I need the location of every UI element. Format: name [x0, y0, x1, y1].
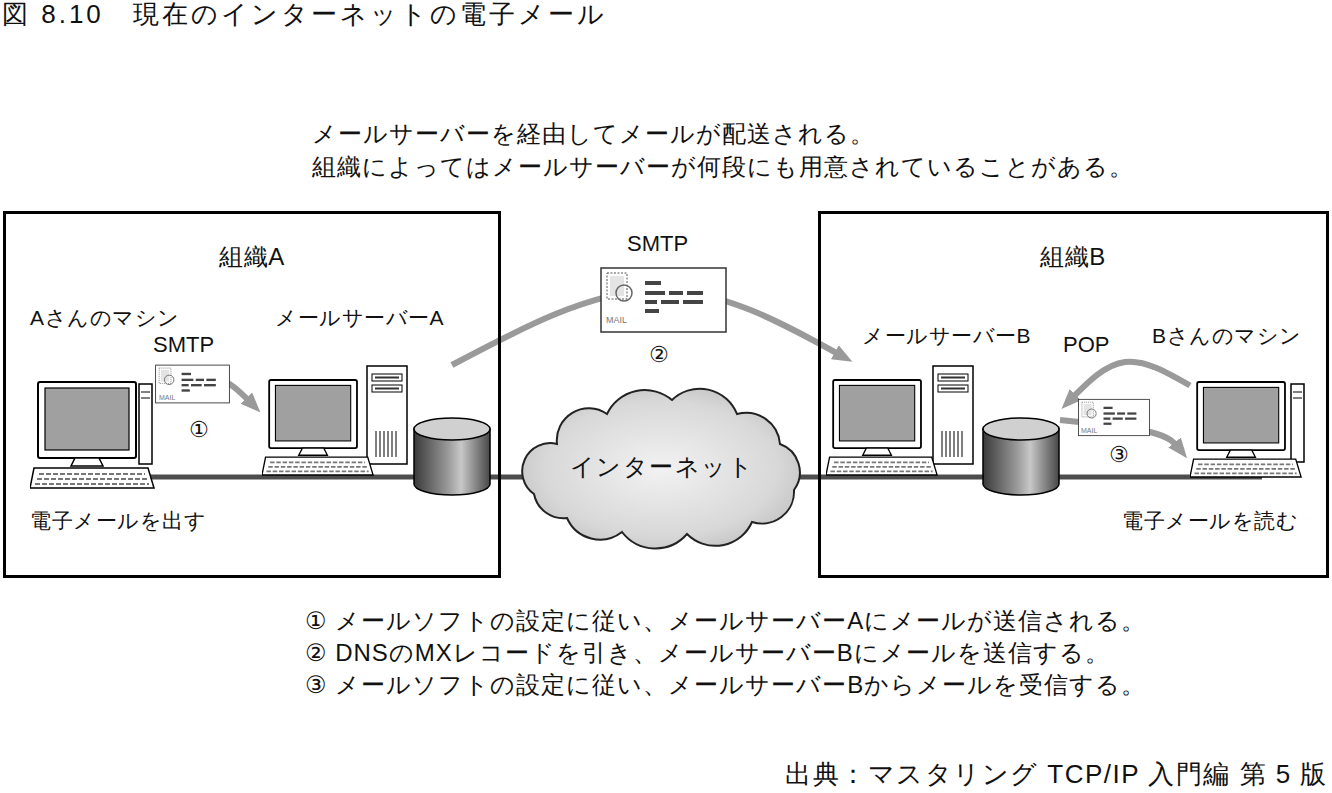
- mail-flow-arrow: [1070, 362, 1190, 401]
- server-monitor: [262, 380, 373, 475]
- note-text: メールサーバーを経由してメールが配送される。: [312, 120, 875, 148]
- protocol-label: SMTP: [152, 332, 215, 357]
- pc-tower: [1291, 384, 1304, 462]
- mail-envelope: [1079, 399, 1150, 435]
- step-description: ② DNSのMXレコードを引き、メールサーバーBにメールを送信する。: [305, 639, 1110, 667]
- organization-box: 組織AAさんのマシン電子メールを出すメールサーバーA: [3, 211, 501, 578]
- mail-envelope: [156, 365, 230, 403]
- server-name: メールサーバーA: [275, 306, 444, 330]
- protocol-label: SMTP: [626, 231, 689, 256]
- organization-name: 組織B: [1040, 243, 1106, 271]
- callout-number: ③: [1109, 442, 1129, 467]
- mail-storage: [983, 418, 1059, 495]
- server-name: メールサーバーB: [862, 324, 1031, 348]
- step-description: ③ メールソフトの設定に従い、メールサーバーBからメールを受信する。: [305, 671, 1146, 699]
- callout-number: ①: [189, 417, 209, 442]
- server-tower: [367, 366, 407, 464]
- step-description: ① メールソフトの設定に従い、メールサーバーAにメールが送信される。: [305, 607, 1146, 635]
- pc-tower: [139, 384, 152, 464]
- machine-name: Aさんのマシン: [30, 306, 180, 330]
- mail-storage: [414, 418, 490, 495]
- mail-server: メールサーバーA: [262, 365, 490, 495]
- server-tower: [933, 366, 973, 464]
- organization-box: 組織BメールサーバーBBさんのマシン電子メールを読む: [818, 211, 1329, 578]
- organization-name: 組織A: [219, 243, 285, 271]
- envelope-mark: MAIL: [606, 316, 627, 325]
- internet-cloud: インターネット: [512, 382, 812, 552]
- envelope-mark: MAIL: [159, 394, 175, 401]
- server-monitor: [826, 380, 937, 475]
- mail-server: メールサーバーB: [825, 360, 1060, 495]
- source-caption: 出典：マスタリング TCP/IP 入門編 第 5 版: [785, 760, 1328, 790]
- envelope-mark: MAIL: [1081, 427, 1097, 434]
- pc-monitor: [30, 382, 154, 488]
- callout-number: ②: [649, 342, 669, 367]
- protocol-label: POP: [1062, 332, 1110, 357]
- client-machine: Bさんのマシン電子メールを読む: [1190, 380, 1305, 490]
- network-name: インターネット: [512, 453, 812, 481]
- machine-role: 電子メールを出す: [30, 509, 206, 533]
- machine-name: Bさんのマシン: [1152, 324, 1302, 348]
- client-machine: Aさんのマシン電子メールを出す: [35, 380, 165, 490]
- note-text: 組織によってはメールサーバーが何段にも用意されていることがある。: [312, 153, 1134, 181]
- pc-monitor: [1190, 382, 1301, 477]
- figure-title: 図 8.10 現在のインターネットの電子メール: [2, 0, 607, 30]
- machine-role: 電子メールを読む: [1122, 509, 1298, 533]
- mail-envelope: [601, 268, 726, 332]
